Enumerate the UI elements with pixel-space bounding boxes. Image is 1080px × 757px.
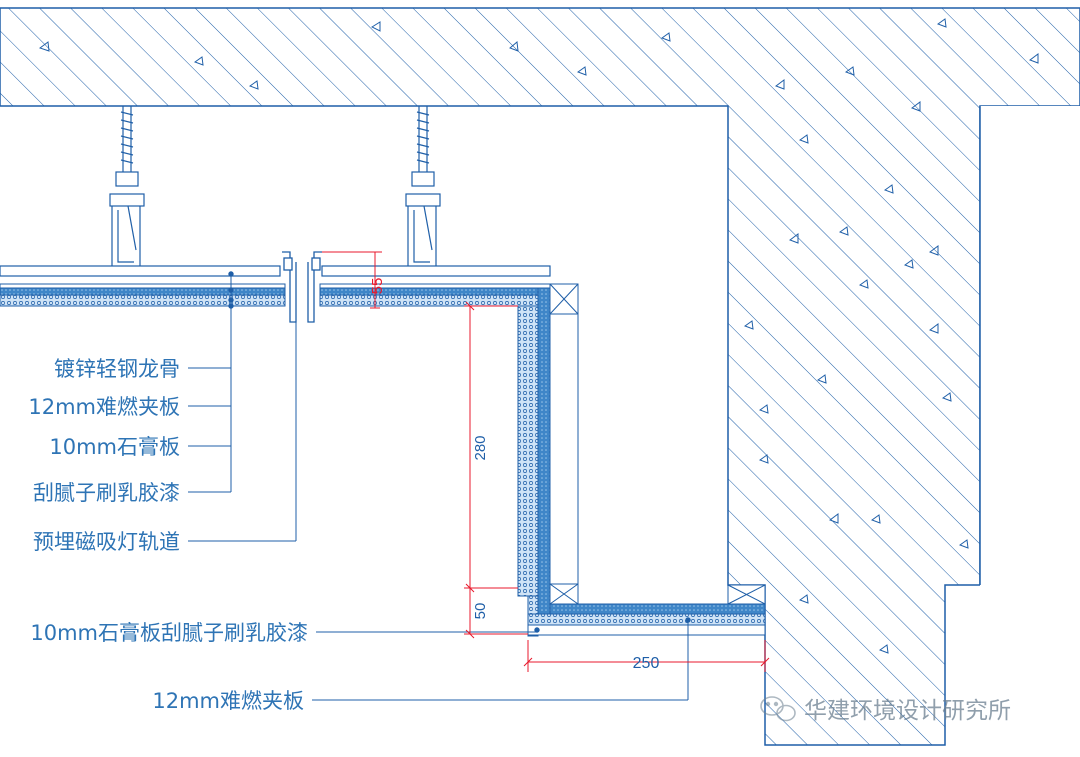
label-10mm-gypsum: 10mm石膏板	[49, 435, 180, 459]
dim-250: 250	[633, 655, 660, 672]
hanger-right	[405, 106, 441, 269]
dim-50: 50	[472, 603, 489, 620]
ceiling-board-left	[0, 283, 286, 307]
label-magnetic-track: 预埋磁吸灯轨道	[33, 530, 180, 554]
dim-280: 280	[472, 435, 489, 460]
label-putty-paint: 刮腻子刷乳胶漆	[33, 481, 180, 505]
label-gypsum-putty-paint: 10mm石膏板刮腻子刷乳胶漆	[30, 621, 308, 645]
watermark-text: 华建环境设计研究所	[804, 698, 1011, 724]
label-steel-keel: 镀锌轻钢龙骨	[54, 357, 180, 381]
concrete-structure	[0, 7, 1080, 746]
watermark: 华建环境设计研究所	[760, 696, 1011, 724]
timber-blocking	[549, 283, 766, 605]
magnetic-track	[282, 251, 322, 323]
dimension-lines	[322, 251, 770, 672]
leader-lines	[188, 271, 691, 701]
hanger-left	[109, 106, 145, 269]
wechat-icon	[760, 696, 796, 722]
steel-keel	[0, 265, 551, 277]
label-12mm-board-bottom: 12mm难燃夹板	[152, 689, 304, 713]
ceiling-board-right	[319, 283, 766, 637]
dim-55: 55	[369, 278, 386, 295]
label-12mm-board: 12mm难燃夹板	[28, 395, 180, 419]
